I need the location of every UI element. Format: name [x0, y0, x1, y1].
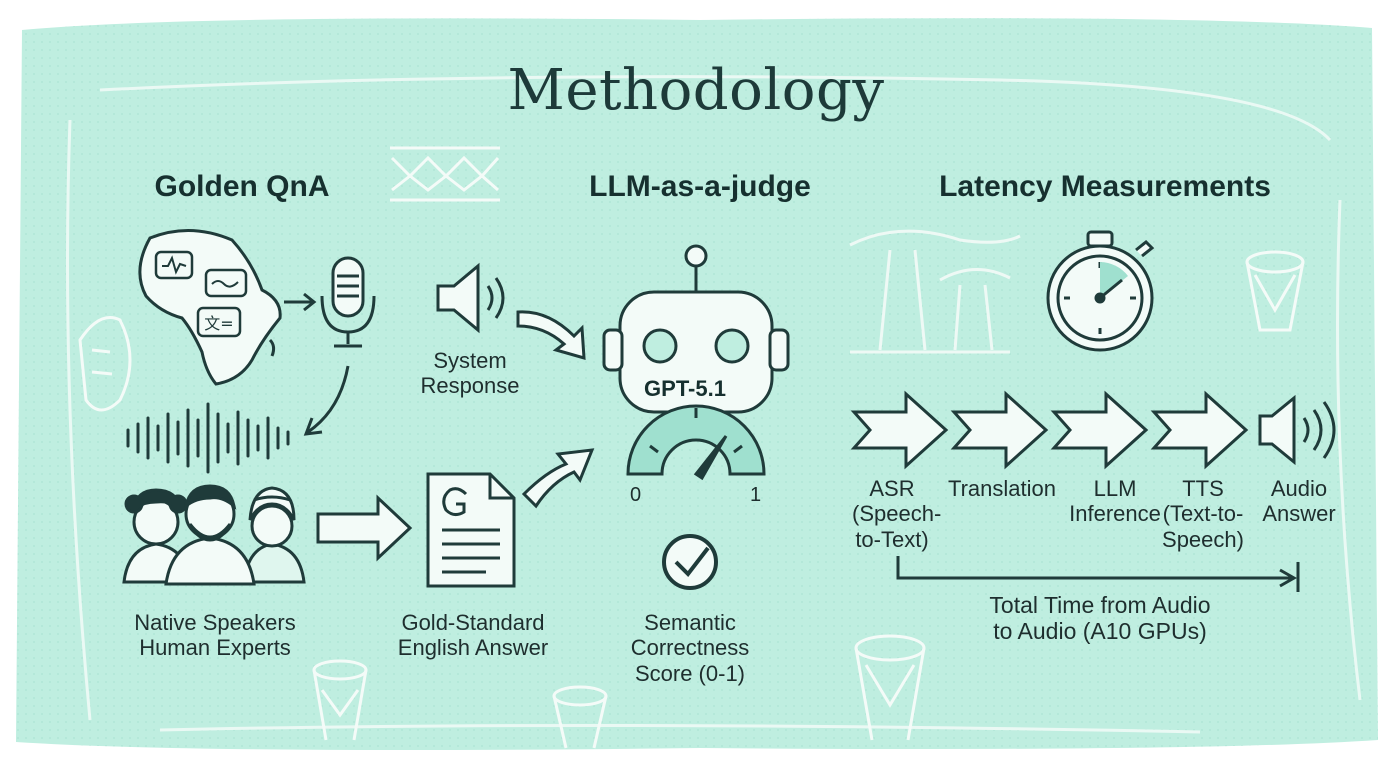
pipeline-step-tts: TTS (Text-to- Speech)	[1162, 476, 1244, 552]
pipeline-arrow-2	[950, 390, 1049, 470]
gauge-icon	[626, 404, 766, 481]
drum-icon	[312, 250, 1305, 749]
stopwatch-icon	[1046, 230, 1155, 352]
total-time-bracket	[896, 556, 1300, 592]
checkmark-icon	[662, 534, 718, 590]
gauge-min-label: 0	[630, 484, 642, 506]
robot-icon	[602, 244, 790, 414]
pipeline-step-asr: ASR (Speech- to-Text)	[852, 476, 942, 552]
africa-map-icon: 文=	[138, 229, 282, 386]
pipeline-arrow-3	[1050, 390, 1149, 470]
page-title: Methodology	[507, 58, 885, 123]
pipeline-step-audio-answer: Audio Answer	[1262, 476, 1336, 527]
arrow-response-to-judge	[516, 310, 586, 361]
mask-icon	[78, 316, 132, 412]
section-title-latency: Latency Measurements	[939, 170, 1271, 203]
people-icon	[122, 484, 306, 586]
microphone-icon	[320, 256, 376, 348]
pipeline-arrow-1	[850, 390, 949, 470]
pipeline-step-translation: Translation	[947, 476, 1056, 501]
label-native-speakers: Native Speakers Human Experts	[134, 610, 296, 661]
pipeline-chevrons	[850, 390, 1249, 470]
arrow-people-to-document	[316, 494, 413, 562]
label-gold-standard: Gold-Standard English Answer	[397, 610, 549, 661]
section-title-llm-judge: LLM-as-a-judge	[589, 170, 811, 203]
section-title-golden-qna: Golden QnA	[154, 170, 330, 203]
label-total-time: Total Time from Audio to Audio (A10 GPUs…	[989, 592, 1211, 645]
speaker-icon	[436, 262, 505, 334]
baobab-trees-icon	[849, 229, 1021, 354]
pipeline-arrow-4	[1150, 390, 1249, 470]
speaker-icon	[1258, 394, 1336, 466]
arrow-gold-to-judge	[521, 448, 595, 509]
gauge-max-label: 1	[750, 484, 762, 506]
svg-text:文=: 文=	[204, 314, 233, 333]
arrow-mic-to-wave	[303, 365, 350, 436]
arrow-map-to-mic	[284, 292, 317, 312]
decorative-pattern	[390, 146, 500, 202]
label-system-response: System Response	[420, 348, 520, 399]
document-icon	[426, 472, 516, 588]
pipeline-step-llm-inference: LLM Inference	[1069, 476, 1161, 527]
judge-model-label: GPT-5.1	[644, 376, 726, 401]
sound-wave-icon	[126, 402, 290, 474]
label-semantic-score: Semantic Correctness Score (0-1)	[630, 610, 750, 686]
